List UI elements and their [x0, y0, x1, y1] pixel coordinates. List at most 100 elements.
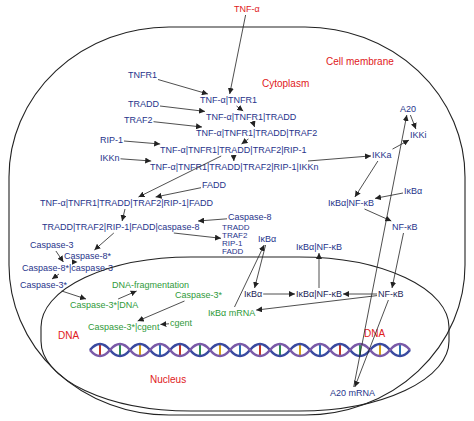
reaction-arrow [253, 123, 254, 127]
species-name: TNF-α [234, 4, 260, 14]
species-name: IKKi [410, 130, 427, 140]
species-name: A20 mRNA [330, 388, 375, 398]
species-node: Caspase-3* [175, 290, 222, 300]
species-node: TNF-α|TNFR1|TRADD|TRAF2|RIP-1 [160, 145, 307, 155]
reaction-arrow [118, 291, 137, 299]
base-pair [279, 345, 281, 355]
species-name: TRADD [128, 99, 159, 109]
reaction-arrow [237, 106, 244, 111]
species-name: Caspase-3*|cgent [88, 322, 159, 332]
species-name: IκBα [258, 234, 276, 244]
species-name: IκBα [404, 186, 422, 196]
reaction-arrow [308, 156, 371, 161]
base-pair [299, 345, 301, 355]
reaction-arrow [56, 251, 64, 262]
reaction-arrow [255, 245, 266, 288]
reaction-arrow [263, 294, 295, 295]
reaction-arrow [174, 233, 221, 238]
species-node: Caspase-8* [64, 251, 111, 261]
base-pair [159, 345, 161, 355]
species-name: Caspase-8 [228, 212, 272, 222]
reaction-arrow [160, 323, 169, 325]
base-pair [399, 345, 401, 355]
species-node: Caspase-3 [30, 240, 74, 250]
region-label: DNA [58, 330, 79, 341]
species-node: TRADD|TRAF2|RIP-1|FADD|caspase-8 [42, 222, 199, 232]
species-node: TNF-α|TNFR1 [200, 95, 257, 105]
species-name: IκBα mRNA [208, 308, 255, 318]
species-node: IκBα mRNA [208, 308, 255, 318]
species-name: TRAF2 [124, 115, 153, 125]
species-node: IκBα [258, 234, 276, 244]
species-node: TNF-α [234, 4, 260, 14]
reaction-arrow [233, 156, 234, 161]
base-pair [99, 345, 101, 355]
species-name: RIP-1 [100, 135, 123, 145]
reaction-arrow [319, 253, 320, 288]
species-node: A20 mRNA [330, 388, 375, 398]
base-pair [199, 345, 201, 355]
species-node: TNFR1 [128, 70, 157, 80]
species-node: NF-κB [378, 289, 404, 299]
species-node: IKKa [372, 150, 392, 160]
reaction-arrow [62, 291, 86, 299]
species-node: IκBα|NF-κB [296, 289, 342, 299]
species-node: IKKn [100, 153, 120, 163]
reaction-arrow [52, 274, 59, 279]
species-name: Caspase-3* [175, 290, 222, 300]
reaction-arrow [355, 300, 389, 387]
reaction-arrow [365, 209, 392, 221]
reaction-arrow [124, 141, 160, 144]
species-name: Caspase-3*|DNA [70, 300, 138, 310]
species-name: NF-κB [378, 289, 404, 299]
reaction-arrow [122, 209, 125, 221]
reaction-arrow [156, 188, 201, 197]
base-pair [379, 345, 381, 355]
cell-compartment: Cell membraneTNFR1TNF-α|TNFR1TRADDTNF-α|… [8, 26, 466, 416]
reaction-arrow [375, 193, 403, 198]
reaction-arrow [139, 156, 222, 197]
base-pair [259, 345, 261, 355]
species-name: TNF-α|TNFR1|TRADD|TRAF2|RIP-1|FADD [40, 198, 213, 208]
reaction-arrow [235, 245, 265, 307]
base-pair [179, 345, 181, 355]
base-pair [359, 345, 361, 355]
reaction-arrow [94, 233, 113, 250]
membrane-line [9, 27, 465, 415]
base-pair [119, 345, 121, 355]
reaction-arrow [160, 106, 205, 111]
reaction-arrow [393, 140, 410, 149]
species-node: IKKi [410, 130, 427, 140]
species-node: FADD [202, 180, 226, 190]
reaction-arrow [256, 296, 377, 311]
species-name: Caspase-3 [30, 240, 74, 250]
species-name: RIP-1 [222, 240, 250, 248]
region-label: DNA [364, 328, 385, 339]
species-name: TNF-α|TNFR1|TRADD [206, 112, 296, 122]
species-name: TNFR1 [128, 70, 157, 80]
base-pair [219, 345, 221, 355]
compartment-outline [40, 256, 450, 412]
species-node: A20 [400, 104, 416, 114]
species-name: IKKn [100, 153, 120, 163]
species-node: TRADD [128, 99, 159, 109]
reaction-arrow [410, 115, 416, 129]
species-node: IκBα [404, 186, 422, 196]
species-node: TNF-α|TNFR1|TRADD|TRAF2|RIP-1|IKKn [150, 162, 318, 172]
species-node: Caspase-8 [228, 212, 272, 222]
species-name: TRADD [222, 224, 250, 232]
species-name: TRAF2 [222, 232, 250, 240]
base-pair [239, 345, 241, 355]
species-name: Caspase-3* [20, 280, 67, 290]
reaction-arrow [121, 159, 152, 161]
species-node: Caspase-3*|cgent [88, 322, 159, 332]
species-node: TRADDTRAF2RIP-1FADD [222, 224, 250, 256]
species-name: A20 [400, 104, 416, 114]
species-node: Caspase-3* [20, 280, 67, 290]
reaction-arrow [230, 15, 246, 94]
species-name: cgent [170, 318, 192, 328]
reaction-arrow [158, 80, 208, 95]
